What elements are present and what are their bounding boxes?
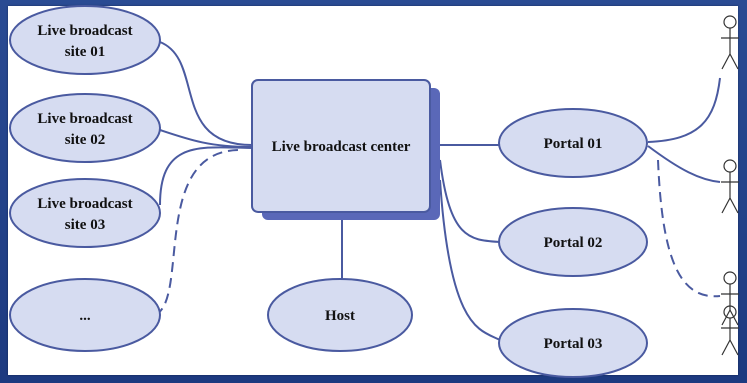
site-01-label-line1: Live broadcast [37,23,132,39]
edge-center-portal-03 [439,179,501,341]
edge-portal-01-user-1 [647,77,721,143]
portal-node-02: Portal 02 [498,207,648,277]
site-node-ellipsis: ... [9,278,161,352]
broadcast-center-box [251,79,431,213]
edge-site-01-center [159,41,253,146]
site-03-label-line2: site 03 [65,217,105,233]
site-02-label-line1: Live broadcast [37,111,132,127]
portal-edges [430,144,501,341]
host-node: Host [267,278,413,352]
site-node-02: Live broadcast site 02 [9,93,161,163]
edge-ellipsis-center [154,149,241,316]
site-ellipsis-label: ... [79,308,91,324]
host-label: Host [325,308,355,324]
site-03-label-line1: Live broadcast [37,196,132,212]
portal-01-label: Portal 01 [544,136,603,152]
site-node-01: Live broadcast site 01 [9,5,161,75]
portal-node-01: Portal 01 [498,108,648,178]
site-01-label-line2: site 01 [65,44,105,60]
user-icon-1 [721,15,739,70]
edge-center-portal-02 [439,159,501,243]
edge-site-03-center [159,146,253,206]
edge-portal-01-user-3 [657,159,721,298]
user-edges [647,77,721,298]
site-node-03: Live broadcast site 03 [9,178,161,248]
site-02-label-line2: site 02 [65,132,105,148]
edge-portal-01-user-2 [647,145,721,183]
portal-03-label: Portal 03 [544,336,603,352]
site-edges [154,41,253,316]
portal-02-label: Portal 02 [544,235,603,251]
user-icon-4 [721,305,739,356]
broadcast-center-node: Live broadcast center [251,79,440,220]
portal-node-03: Portal 03 [498,308,648,378]
user-icon-2 [721,159,739,214]
user-icon-3 [721,271,739,326]
broadcast-center-label: Live broadcast center [272,139,411,155]
